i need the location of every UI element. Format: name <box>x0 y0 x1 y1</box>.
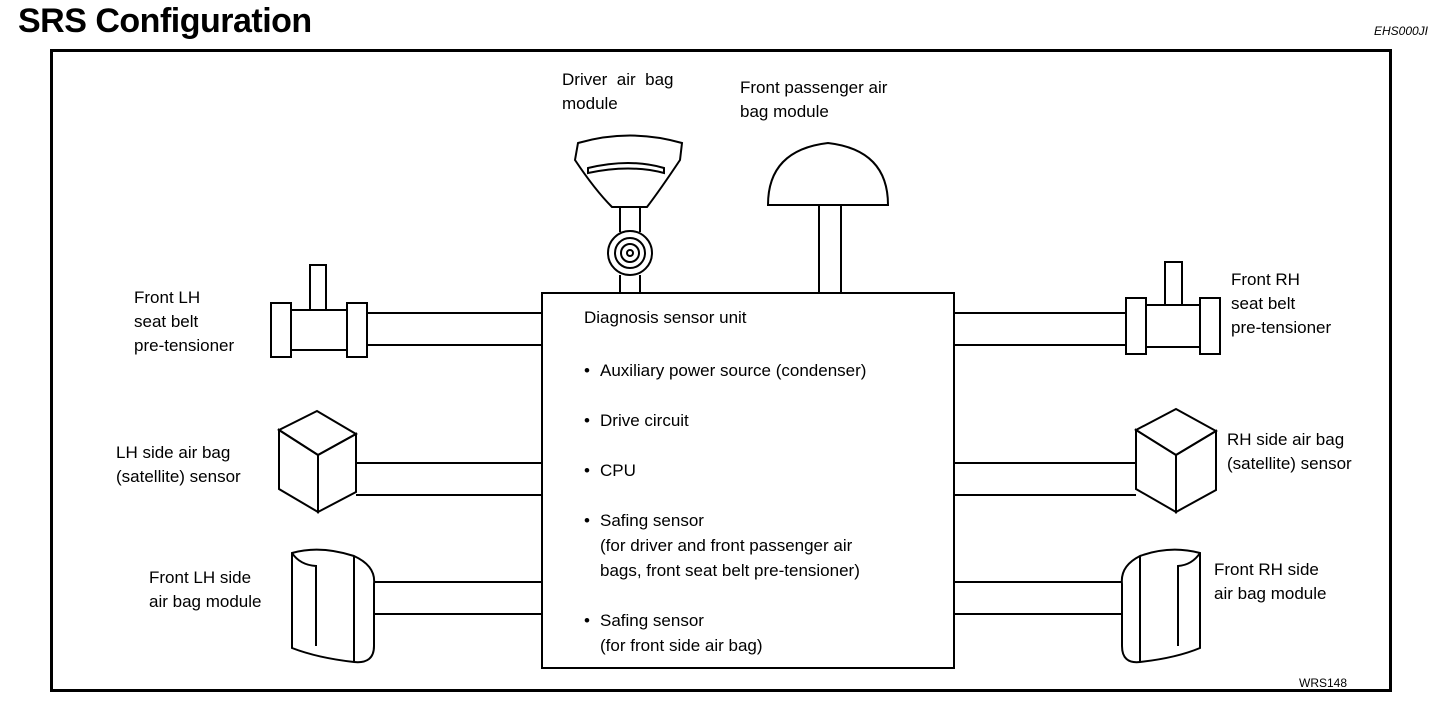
bullet-icon: • <box>584 461 590 480</box>
passenger-airbag-icon <box>766 141 890 292</box>
driver-airbag-label: Driver air bag module <box>562 70 674 113</box>
diagnosis-sensor-unit: Diagnosis sensor unit • Auxiliary power s… <box>541 292 955 669</box>
rh-pretensioner-icon <box>955 261 1221 355</box>
lh-side-airbag-icon <box>291 548 541 664</box>
lh-side-sensor-label: LH side air bag (satellite) sensor <box>116 443 241 486</box>
lh-pretensioner-label: Front LH seat belt pre-tensioner <box>134 288 235 355</box>
list-item: • Safing sensor (for driver and front pas… <box>584 508 866 583</box>
list-item-text: Safing sensor (for front side air bag) <box>600 611 763 655</box>
diagram-frame <box>50 49 1392 692</box>
rh-side-airbag-icon <box>955 548 1201 664</box>
rh-side-airbag-label: Front RH side air bag module <box>1214 560 1327 603</box>
list-item-text: Drive circuit <box>600 411 689 430</box>
bullet-icon: • <box>584 611 590 630</box>
page-title: SRS Configuration <box>18 2 312 40</box>
unit-feature-list: • Auxiliary power source (condenser) • Dri… <box>584 358 866 683</box>
list-item: • CPU <box>584 458 866 483</box>
list-item: • Safing sensor (for front side air bag) <box>584 608 866 658</box>
list-item: • Drive circuit <box>584 408 866 433</box>
reference-code: EHS000JI <box>1373 24 1428 38</box>
list-item: • Auxiliary power source (condenser) <box>584 358 866 383</box>
rh-pretensioner-label: Front RH seat belt pre-tensioner <box>1231 270 1332 337</box>
rh-side-sensor-label: RH side air bag (satellite) sensor <box>1227 430 1352 473</box>
lh-side-airbag-label: Front LH side air bag module <box>149 568 262 611</box>
bullet-icon: • <box>584 511 590 530</box>
bullet-icon: • <box>584 361 590 380</box>
list-item-text: Auxiliary power source (condenser) <box>600 361 867 380</box>
list-item-text: CPU <box>600 461 636 480</box>
passenger-airbag-label: Front passenger air bag module <box>740 78 888 121</box>
spiral-cable-icon <box>607 230 653 292</box>
lh-side-sensor-icon <box>276 409 541 514</box>
list-item-text: Safing sensor (for driver and front pass… <box>600 511 860 580</box>
rh-side-sensor-icon <box>955 407 1219 514</box>
driver-airbag-icon <box>573 134 684 232</box>
figure-code: WRS148 <box>1299 676 1348 690</box>
lh-pretensioner-icon <box>270 264 541 358</box>
bullet-icon: • <box>584 411 590 430</box>
unit-title: Diagnosis sensor unit <box>584 308 747 327</box>
